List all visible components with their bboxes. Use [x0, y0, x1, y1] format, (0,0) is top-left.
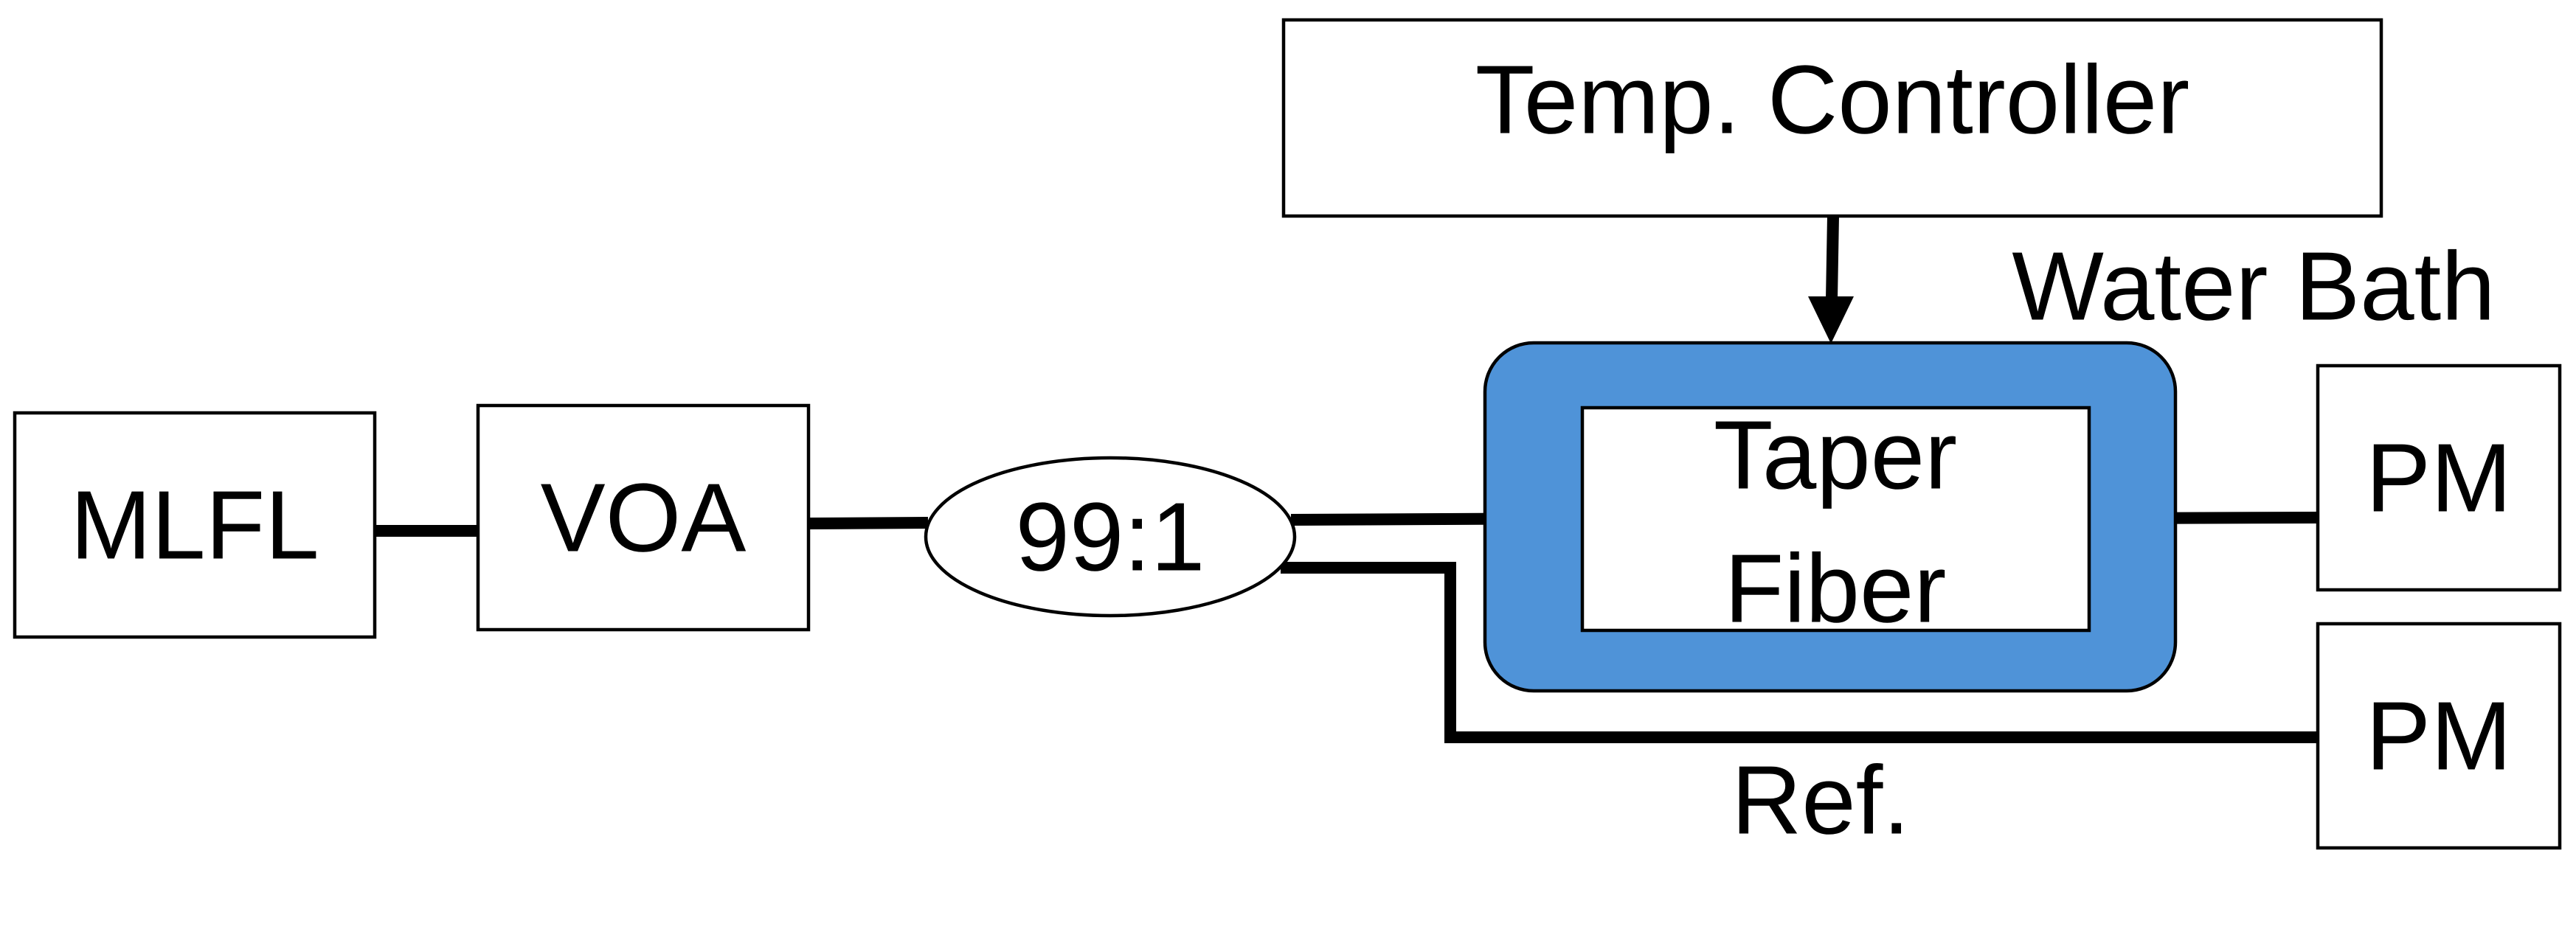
taper-fiber-label-line1: Taper: [1714, 401, 1957, 509]
pm-bottom-box: [2316, 622, 2562, 850]
controller-to-bath-line: [1826, 215, 1839, 300]
reference-label: Ref.: [1731, 746, 1910, 855]
reference-line: [1281, 562, 2318, 743]
voa-label: VOA: [541, 464, 747, 572]
mlfl-label: MLFL: [70, 471, 319, 580]
temp-controller-node: Temp. Controller: [1281, 18, 2383, 218]
mlfl-box: [13, 411, 377, 639]
pm-bottom-label: PM: [2366, 682, 2512, 790]
voa-box: [476, 403, 811, 632]
pm-bottom-node: PM: [2316, 622, 2562, 850]
temp-controller-label: Temp. Controller: [1475, 46, 2189, 154]
water-bath: Taper Fiber Water Bath: [1483, 232, 2496, 693]
splitter-node: 99:1: [924, 456, 1297, 618]
voa-node: VOA: [476, 403, 811, 632]
mlfl-node: MLFL: [13, 411, 377, 639]
water-bath-label: Water Bath: [2012, 232, 2495, 341]
temp-controller-box: [1281, 18, 2383, 218]
controller-arrow-head: [1808, 296, 1854, 344]
splitter-ellipse: [924, 456, 1297, 618]
taper-fiber-label-line2: Fiber: [1725, 535, 1947, 643]
splitter-label: 99:1: [1016, 483, 1205, 591]
pm-top-node: PM: [2316, 363, 2562, 592]
taper-fiber-box: [1580, 406, 2091, 633]
pm-top-label: PM: [2366, 424, 2512, 532]
pm-top-box: [2316, 363, 2562, 592]
